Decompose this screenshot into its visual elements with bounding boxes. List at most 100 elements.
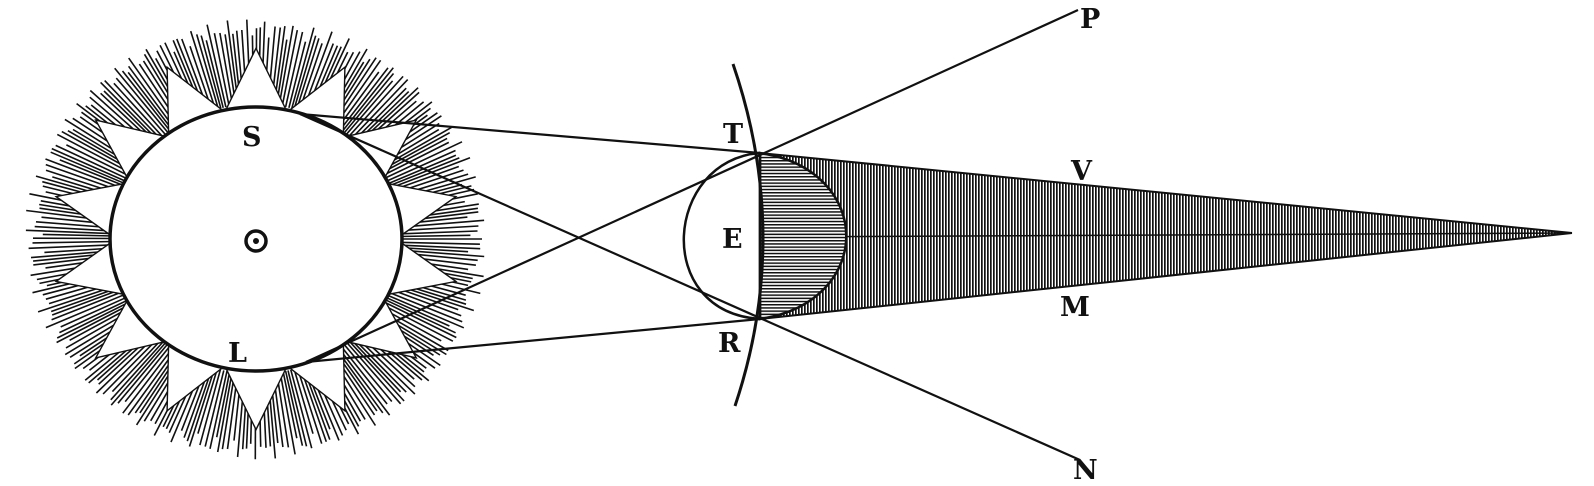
corona-ray bbox=[111, 339, 162, 393]
corona-ray bbox=[45, 293, 127, 329]
corona-ray bbox=[215, 371, 231, 438]
corona-ray bbox=[56, 302, 132, 344]
label-t: T bbox=[723, 119, 743, 150]
corona-ray bbox=[59, 298, 130, 334]
corona-ray bbox=[293, 35, 317, 110]
corona-ray bbox=[350, 79, 409, 140]
corona-ray bbox=[113, 82, 164, 138]
corona-ray bbox=[336, 349, 384, 414]
corona-ray bbox=[51, 290, 126, 321]
corona-ray bbox=[115, 77, 167, 136]
corona-ray bbox=[221, 372, 236, 450]
corona-ray bbox=[25, 229, 115, 235]
sun-symbol bbox=[244, 229, 268, 253]
corona-ray bbox=[56, 300, 131, 339]
corona-ray bbox=[104, 80, 162, 140]
corona-ray bbox=[397, 230, 478, 235]
corona-ray bbox=[287, 370, 308, 447]
corona-ray bbox=[216, 371, 233, 453]
label-l: L bbox=[228, 338, 247, 369]
corona-ray bbox=[385, 293, 465, 329]
corona-ray bbox=[348, 75, 404, 138]
corona-ray bbox=[348, 340, 405, 402]
orbit-arc bbox=[731, 63, 765, 407]
corona-ray bbox=[102, 336, 160, 395]
corona-ray bbox=[100, 81, 160, 142]
corona-ray bbox=[209, 370, 228, 449]
corona-ray bbox=[110, 342, 167, 406]
corona-ray bbox=[397, 234, 471, 238]
corona-ray bbox=[340, 346, 388, 405]
corona-ray bbox=[386, 157, 460, 188]
corona-ray bbox=[387, 287, 462, 317]
corona-ray bbox=[397, 225, 479, 232]
corona-ray bbox=[346, 342, 402, 405]
corona-ray bbox=[197, 368, 219, 434]
corona-ray bbox=[213, 33, 230, 107]
label-p: P bbox=[1080, 4, 1100, 35]
corona-ray bbox=[45, 158, 125, 190]
corona-ray bbox=[127, 71, 174, 131]
label-m: M bbox=[1060, 292, 1090, 323]
corona-ray bbox=[114, 67, 169, 134]
corona-ray bbox=[205, 40, 224, 108]
corona-ray bbox=[110, 340, 165, 401]
corona-ray bbox=[124, 345, 171, 403]
corona-ray bbox=[397, 241, 480, 245]
corona-ray bbox=[291, 27, 315, 109]
line-s-n bbox=[299, 112, 1081, 462]
line-l-r bbox=[305, 317, 761, 364]
earth-day-side bbox=[682, 151, 761, 321]
corona-ray bbox=[295, 38, 320, 110]
line-l-p bbox=[305, 8, 1079, 364]
corona-ray bbox=[385, 154, 457, 186]
corona-ray bbox=[188, 367, 216, 447]
corona-ray bbox=[56, 133, 133, 175]
corona-ray bbox=[343, 72, 395, 134]
corona-ray bbox=[127, 349, 177, 416]
corona-ray bbox=[279, 371, 296, 455]
corona-ray bbox=[195, 34, 220, 110]
corona-ray bbox=[189, 30, 217, 110]
corona-ray bbox=[32, 240, 115, 244]
corona-ray bbox=[51, 147, 128, 183]
corona-ray bbox=[345, 80, 394, 136]
corona-ray bbox=[350, 338, 402, 393]
corona-ray bbox=[127, 65, 176, 129]
earth-night-side bbox=[758, 151, 848, 321]
corona-ray bbox=[381, 300, 457, 339]
label-r: R bbox=[718, 328, 741, 359]
umbra-shadow-cone bbox=[760, 153, 1572, 319]
corona-ray bbox=[278, 25, 294, 107]
corona-ray bbox=[341, 67, 394, 133]
corona-ray bbox=[117, 343, 169, 404]
corona-ray bbox=[382, 298, 456, 334]
corona-ray bbox=[204, 370, 225, 447]
corona-ray bbox=[34, 225, 115, 232]
corona-ray bbox=[288, 41, 307, 108]
corona-ray bbox=[122, 347, 174, 414]
corona-ray bbox=[382, 141, 463, 180]
corona-ray bbox=[66, 144, 131, 178]
corona-ray bbox=[379, 137, 448, 175]
label-e: E bbox=[722, 224, 743, 255]
corona-ray bbox=[121, 70, 172, 132]
corona-ray bbox=[50, 151, 127, 185]
corona-ray bbox=[284, 370, 304, 446]
construction-lines bbox=[299, 8, 1081, 462]
line-s-t bbox=[299, 112, 761, 155]
corona-ray bbox=[352, 337, 407, 393]
corona-ray bbox=[199, 369, 222, 446]
corona-ray bbox=[284, 31, 304, 108]
corona-ray bbox=[293, 368, 314, 434]
corona-ray bbox=[282, 371, 298, 439]
corona-ray bbox=[281, 29, 299, 107]
label-n: N bbox=[1073, 455, 1098, 486]
corona-ray bbox=[42, 233, 115, 237]
corona-ray bbox=[381, 141, 450, 177]
corona-ray bbox=[397, 244, 481, 250]
corona-ray bbox=[386, 290, 463, 323]
corona-ray bbox=[343, 344, 393, 403]
corona-ray bbox=[219, 32, 234, 107]
label-v: V bbox=[1070, 156, 1093, 187]
